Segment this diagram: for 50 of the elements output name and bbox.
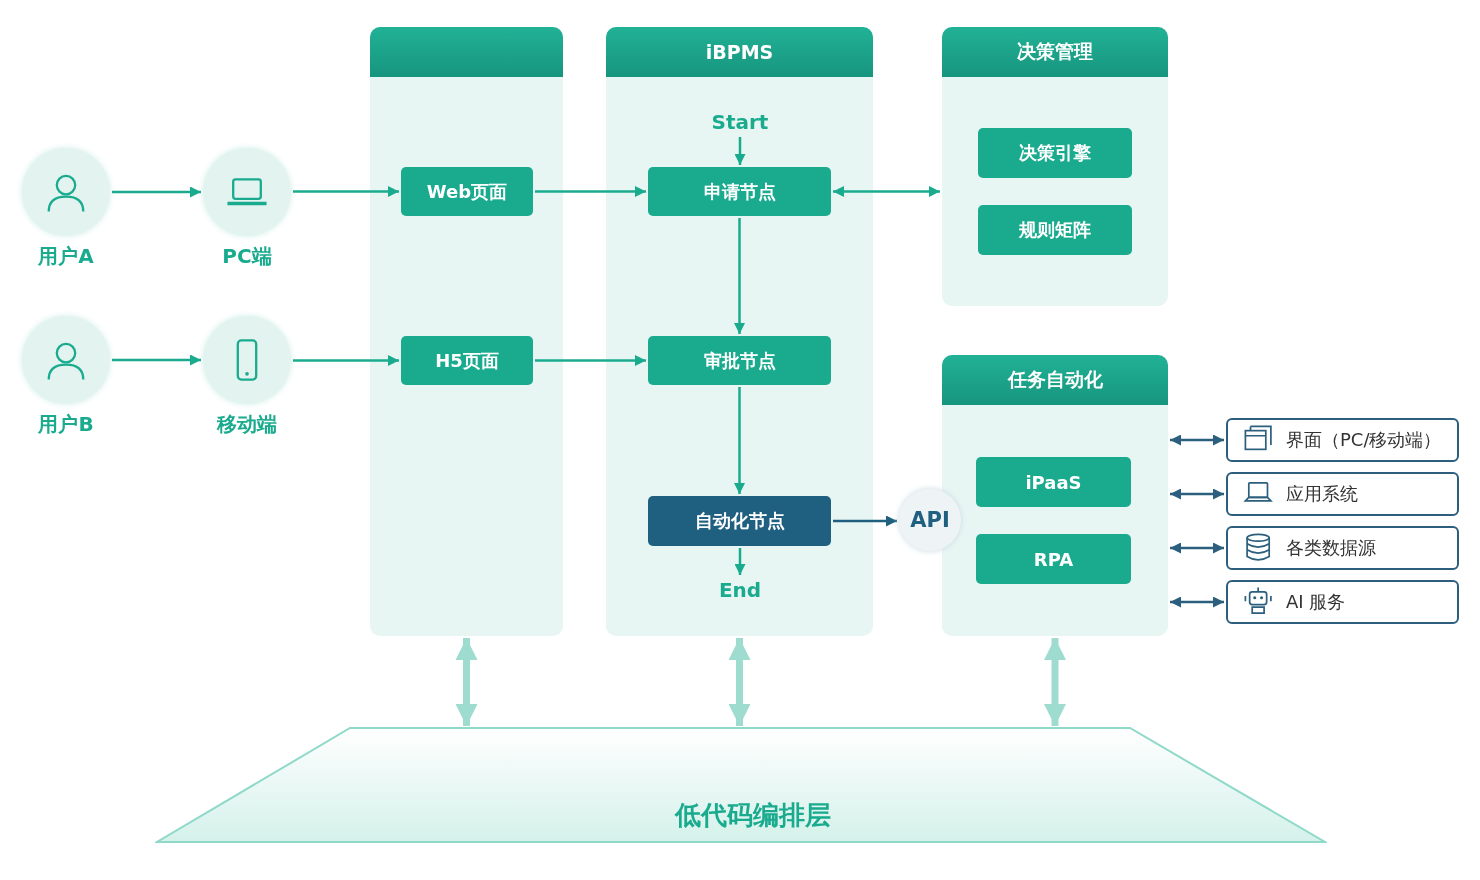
system-box [1226, 472, 1459, 516]
node-label: 用户A [37, 243, 95, 270]
double-arrow [455, 638, 478, 726]
process-box: H5页面 [401, 336, 533, 385]
arrow [734, 137, 746, 165]
system-box [1226, 418, 1459, 462]
node-label: 用户B [37, 411, 95, 438]
arrow [293, 355, 399, 366]
arrow [112, 354, 201, 366]
box-label: 界面（PC/移动端） [1286, 428, 1442, 452]
node-label: PC端 [221, 243, 273, 270]
flow-label: Start [700, 109, 780, 135]
node-label: 移动端 [215, 411, 278, 438]
arrow [734, 387, 745, 494]
system-box [1226, 526, 1459, 570]
column-panel [370, 27, 563, 636]
box-label: 各类数据源 [1286, 536, 1376, 560]
box-label: AI 服务 [1286, 590, 1346, 614]
arrow [1170, 542, 1224, 554]
process-box: 规则矩阵 [978, 205, 1132, 255]
process-box: iPaaS [976, 457, 1131, 507]
arrow [293, 186, 399, 197]
system-box [1226, 580, 1459, 624]
arrow [535, 186, 646, 197]
arrow [535, 355, 646, 366]
arrow [734, 548, 746, 575]
arrow [112, 186, 201, 198]
process-box: Web页面 [401, 167, 533, 216]
double-arrow [1044, 638, 1066, 726]
arrow [1170, 434, 1224, 446]
process-box: 自动化节点 [648, 496, 831, 546]
flow-label: End [700, 577, 780, 603]
arrow [1170, 596, 1224, 608]
api-circle: API [899, 489, 961, 551]
column-header: 任务自动化 [942, 355, 1168, 405]
platform-label: 低代码编排层 [673, 799, 832, 832]
process-box: 审批节点 [648, 336, 831, 385]
process-box: RPA [976, 534, 1131, 584]
column-header: 决策管理 [942, 27, 1168, 77]
column-panel [942, 27, 1168, 306]
arrow [833, 515, 897, 527]
column-panel [606, 27, 873, 636]
column-header: iBPMS [606, 27, 873, 77]
double-arrow [728, 638, 751, 726]
process-box: 申请节点 [648, 167, 831, 216]
arrow [734, 218, 745, 334]
box-label: 应用系统 [1286, 482, 1358, 506]
process-box: 决策引擎 [978, 128, 1132, 178]
arrow [833, 186, 940, 197]
arrow [1170, 488, 1224, 500]
